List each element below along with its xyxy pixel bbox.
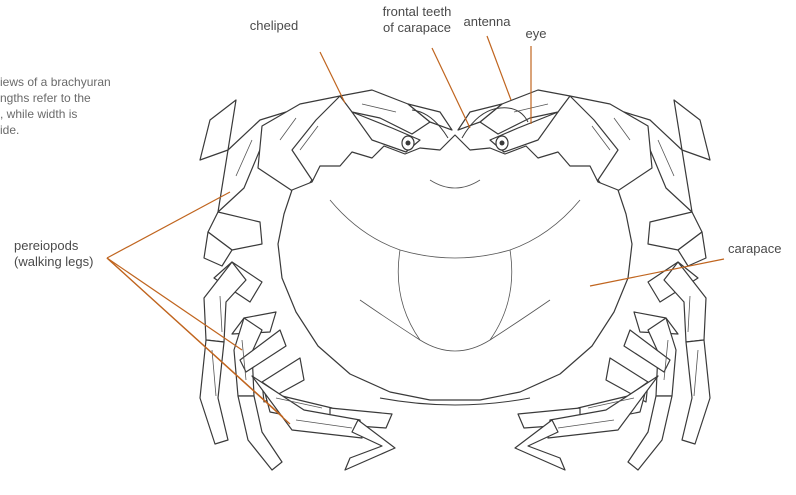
antenna-leader (487, 36, 511, 100)
cheliped-leader (320, 52, 345, 103)
pereiopods-leader-4 (107, 258, 290, 424)
label-antenna: antenna (452, 14, 522, 30)
crab-carapace (278, 135, 632, 405)
label-cheliped: cheliped (239, 18, 309, 34)
label-eye: eye (516, 26, 556, 42)
label-pereiopods: pereiopods (walking legs) (14, 238, 124, 270)
label-carapace: carapace (728, 241, 794, 257)
